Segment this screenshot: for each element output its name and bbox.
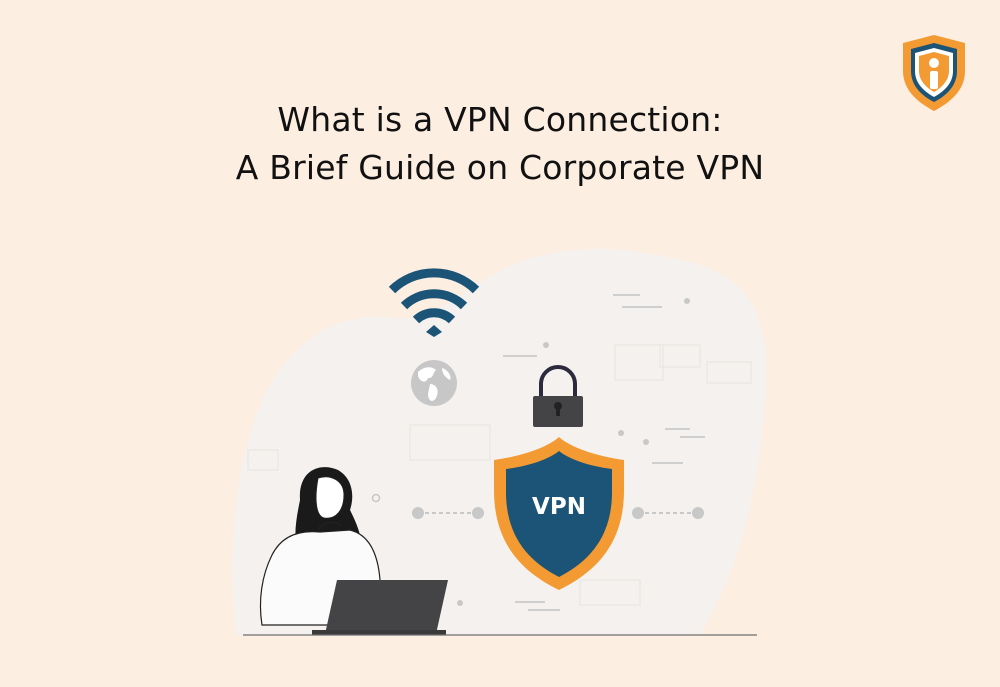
title-line-2: A Brief Guide on Corporate VPN xyxy=(235,148,765,187)
wifi-icon xyxy=(388,268,480,337)
connector-right xyxy=(632,507,704,519)
padlock-icon xyxy=(533,365,583,427)
woman-with-laptop-illustration xyxy=(259,467,448,635)
vpn-shield-label: VPN xyxy=(532,494,586,520)
page-title: What is a VPN Connection: A Brief Guide … xyxy=(0,96,1000,192)
shield-info-icon xyxy=(903,35,965,111)
vpn-shield-icon xyxy=(494,437,624,590)
globe-icon xyxy=(411,360,457,406)
connector-left xyxy=(412,507,484,519)
title-line-1: What is a VPN Connection: xyxy=(277,100,723,139)
